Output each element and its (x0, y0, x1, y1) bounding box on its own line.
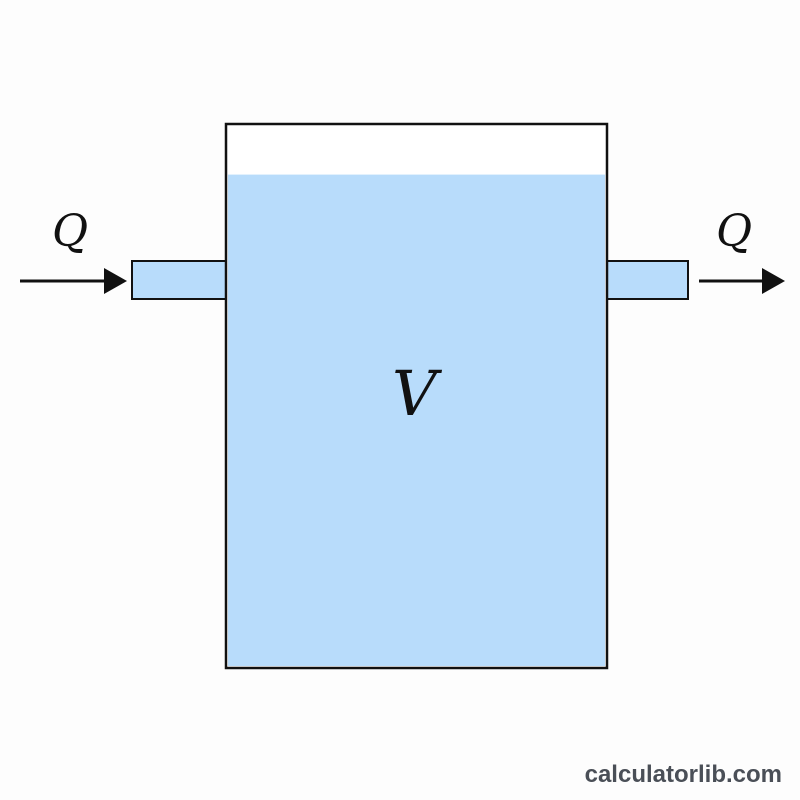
tank-outline (224, 122, 609, 670)
tank-water (228, 174, 605, 666)
watermark-text: calculatorlib.com (585, 761, 782, 788)
inflow-label: Q (52, 206, 88, 257)
inflow-arrow-icon (20, 268, 127, 294)
inlet-pipe (131, 260, 227, 300)
outflow-label: Q (716, 206, 752, 257)
outflow-arrow-icon (699, 268, 785, 294)
outlet-pipe (606, 260, 689, 300)
volume-label: V (392, 357, 443, 430)
